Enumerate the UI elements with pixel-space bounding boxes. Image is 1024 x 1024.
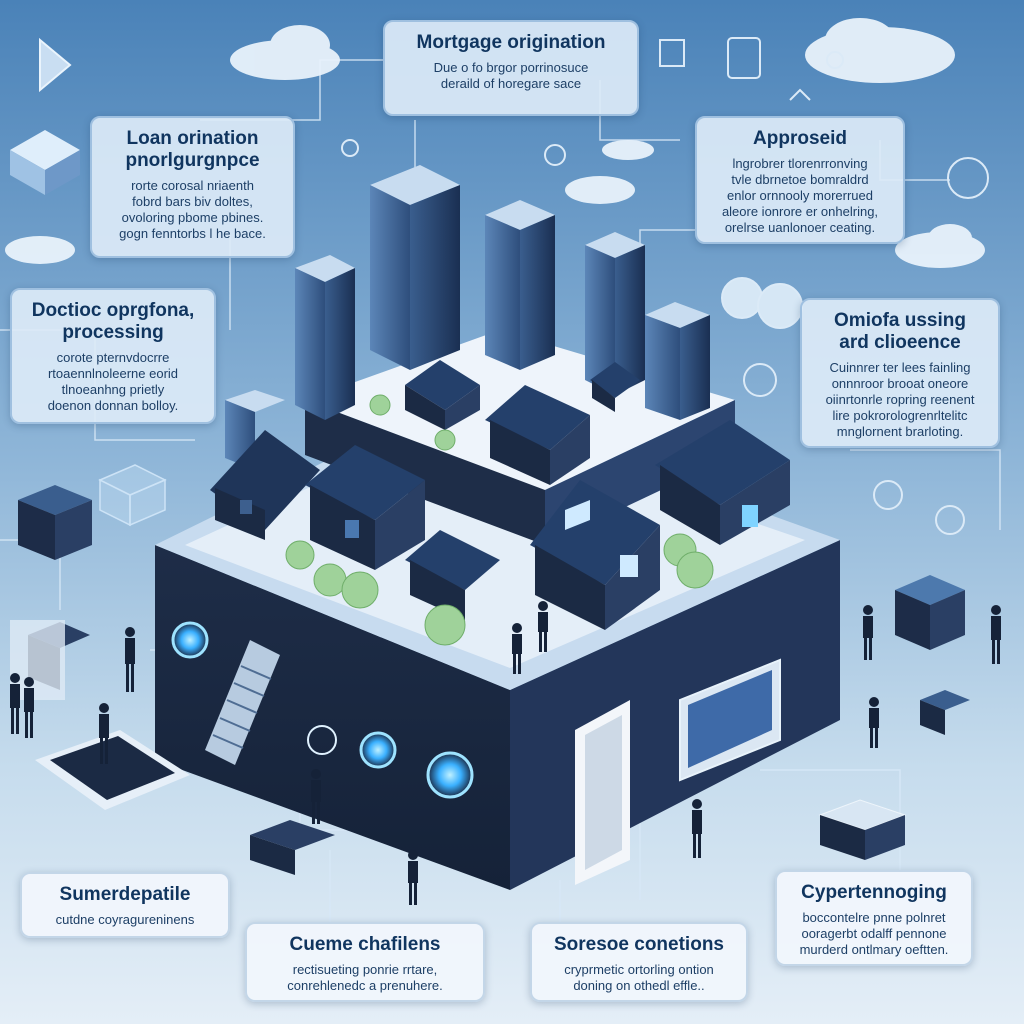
card-line: Due o fo brgor porrinosuce [433,60,589,75]
cloud-icon [5,18,985,268]
card-line: deraild of horegare sace [440,76,582,91]
card-title: Soresoe conetions [554,934,724,955]
card-line: Cuinnrer ter lees fainling [829,360,971,375]
card-line: enlor ornnooly morerrued [727,188,873,203]
card-cueme-chafilens: Cueme chafilens rectisueting ponrie rrta… [245,922,485,1002]
card-line: aleore ionrore er onhelring, [721,204,879,219]
card-line: ooragerbt odalff pennone [801,926,947,941]
card-line: cutdne coyragureninens [55,912,195,927]
card-line: corote pternvdocrre [56,350,170,365]
card-line: ovoloring pbome pbines. [121,210,264,225]
card-title: Sumerdepatile [59,884,191,905]
card-title: Loan orination [126,128,259,149]
card-line: fobrd bars biv doltes, [132,194,253,209]
card-line: orelrse uanlonoer ceating. [724,220,876,235]
card-title: Doctioc oprgfona, [31,300,195,321]
card-line: doenon donnan bolloy. [47,398,179,413]
card-line: doning on othedl effle.. [573,978,705,993]
play-icon [39,37,72,93]
card-title-line2: processing [62,322,164,343]
card-line: oiinrtonrle ropring reenent [825,392,975,407]
card-cypertennoging: Cypertennoging boccontelre pnne polnret … [775,870,973,966]
card-title-line2: pnorlgurgnpce [125,150,260,171]
card-approved: Approseid lngrobrer tlorenrronving tvle … [695,116,905,244]
card-line: lire pokrorologrenrltelitc [832,408,968,423]
card-line: boccontelre pnne polnret [802,910,946,925]
equipment [10,575,970,875]
card-omiofa-ussing: Omiofa ussing ard clioeence Cuinnrer ter… [800,298,1000,448]
bushes [285,394,714,646]
card-line: rtoaennlnoleerne eorid [47,366,179,381]
card-title: Approseid [753,128,847,149]
card-soresoe-conetions: Soresoe conetions cryprmetic ortorling o… [530,922,748,1002]
skyscrapers [225,165,710,470]
card-title-line2: ard clioeence [839,332,961,353]
card-sumerdepatile: Sumerdepatile cutdne coyragureninens [20,872,230,938]
houses [210,360,790,630]
card-doctioc-processing: Doctioc oprgfona, processing corote pter… [10,288,216,424]
card-title: Omiofa ussing [834,310,966,331]
card-mortgage-origination: Mortgage origination Due o fo brgor porr… [383,20,639,116]
card-line: lngrobrer tlorenrronving [732,156,868,171]
card-line: gogn fenntorbs l he bace. [119,226,266,241]
card-loan-origination: Loan orination pnorlgurgnpce rorte coros… [90,116,295,258]
card-title: Cypertennoging [801,882,947,903]
server-icon [10,130,92,560]
card-line: rorte corosal nriaenth [131,178,254,193]
person-icon [10,601,1001,905]
card-title: Cueme chafilens [289,934,441,955]
card-line: onnnroor brooat oneore [831,376,969,391]
card-line: murderd ontlmary oeftten. [799,942,949,957]
card-line: tlnoeanhng prietly [61,382,165,397]
card-line: conrehlenedc a prenuhere. [287,978,443,993]
card-title: Mortgage origination [416,32,606,53]
card-line: tvle dbrnetoe bomraldrd [731,172,869,187]
card-line: rectisueting ponrie rrtare, [292,962,438,977]
glass-box [98,464,167,527]
card-line: mnglornent brarloting. [836,424,964,439]
card-line: cryprmetic ortorling ontion [564,962,714,977]
badge-icon [341,37,989,535]
